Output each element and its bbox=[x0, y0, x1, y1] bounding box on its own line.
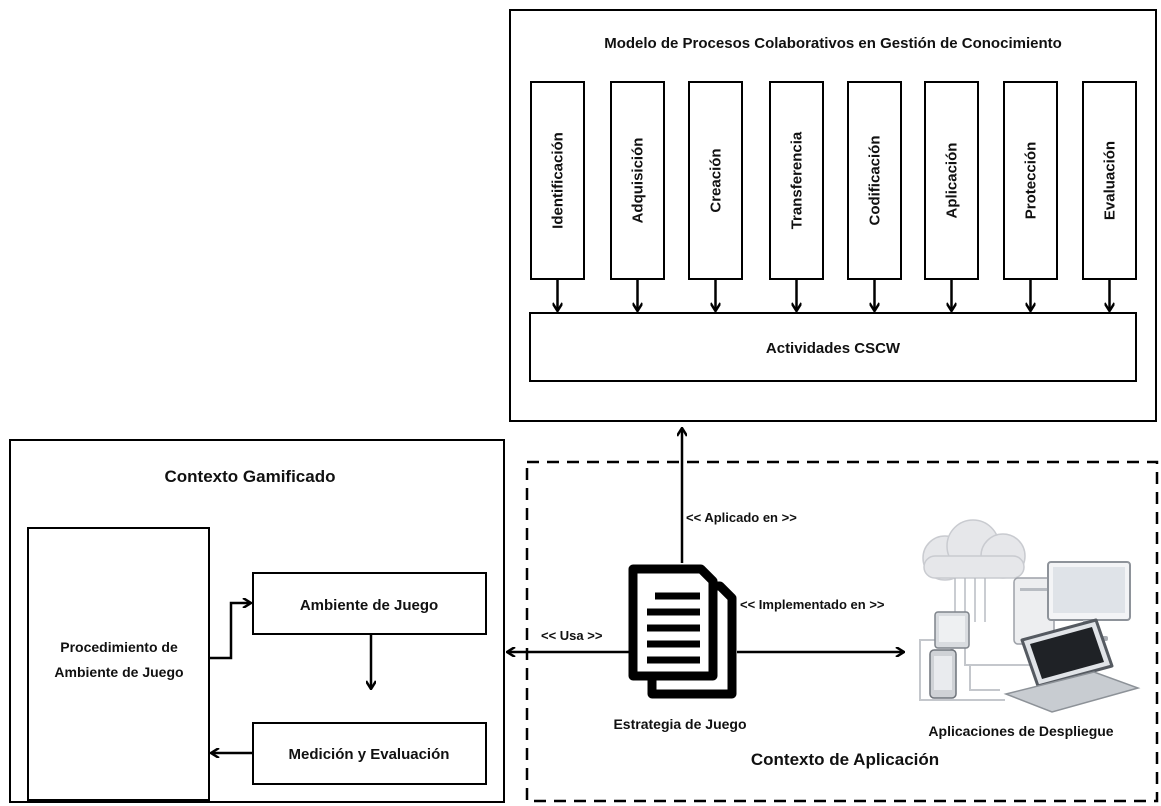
strategy-label: Estrategia de Juego bbox=[613, 716, 746, 732]
procedure-label-line1: Procedimiento de bbox=[60, 639, 178, 655]
process-label-aplicacion: Aplicación bbox=[944, 143, 961, 219]
environment-box bbox=[252, 572, 487, 635]
implemented-in-label: << Implementado en >> bbox=[740, 597, 885, 612]
procedure-box bbox=[27, 527, 210, 801]
application-frame bbox=[525, 460, 1159, 803]
process-label-transferencia: Transferencia bbox=[789, 131, 806, 229]
environment-label: Ambiente de Juego bbox=[300, 597, 438, 614]
activities-box bbox=[529, 312, 1137, 382]
process-box-aplicacion bbox=[924, 81, 979, 280]
process-box-evaluacion bbox=[1082, 81, 1137, 280]
process-label-codificacion: Codificación bbox=[867, 135, 884, 225]
application-title: Contexto de Aplicación bbox=[751, 750, 939, 769]
process-box-codificacion bbox=[847, 81, 902, 280]
deployment-label: Aplicaciones de Despliegue bbox=[928, 723, 1113, 739]
measurement-box bbox=[252, 722, 487, 785]
gamified-frame bbox=[9, 439, 505, 803]
process-box-creacion bbox=[688, 81, 743, 280]
model-frame bbox=[509, 9, 1157, 422]
application-panel: Contexto de Aplicación Estrategia de Jue… bbox=[508, 429, 1159, 803]
procedure-label-line2: Ambiente de Juego bbox=[54, 664, 183, 680]
gamified-panel: Contexto Gamificado Procedimiento de Amb… bbox=[9, 439, 505, 803]
process-label-proteccion: Protección bbox=[1023, 142, 1040, 220]
applied-in-label: << Aplicado en >> bbox=[686, 510, 797, 525]
process-label-creacion: Creación bbox=[708, 148, 725, 212]
measurement-label: Medición y Evaluación bbox=[289, 746, 450, 763]
process-label-identificacion: Identificación bbox=[550, 132, 567, 229]
model-title: Modelo de Procesos Colaborativos en Gest… bbox=[604, 35, 1062, 52]
activities-label: Actividades CSCW bbox=[766, 340, 901, 357]
procedure-to-environment-arrow bbox=[209, 603, 250, 660]
process-label-evaluacion: Evaluación bbox=[1102, 141, 1119, 220]
gamified-title: Contexto Gamificado bbox=[165, 467, 336, 486]
model-panel: Modelo de Procesos Colaborativos en Gest… bbox=[509, 9, 1157, 422]
process-box-proteccion bbox=[1003, 81, 1058, 280]
process-columns: Identificación Adquisición Creación Transfe… bbox=[530, 81, 1137, 310]
process-label-adquisicion: Adquisición bbox=[630, 138, 647, 224]
process-box-adquisicion bbox=[610, 81, 665, 280]
document-stack-icon bbox=[628, 564, 737, 699]
cloud-devices-icon bbox=[919, 519, 1141, 713]
uses-label: << Usa >> bbox=[541, 628, 603, 643]
